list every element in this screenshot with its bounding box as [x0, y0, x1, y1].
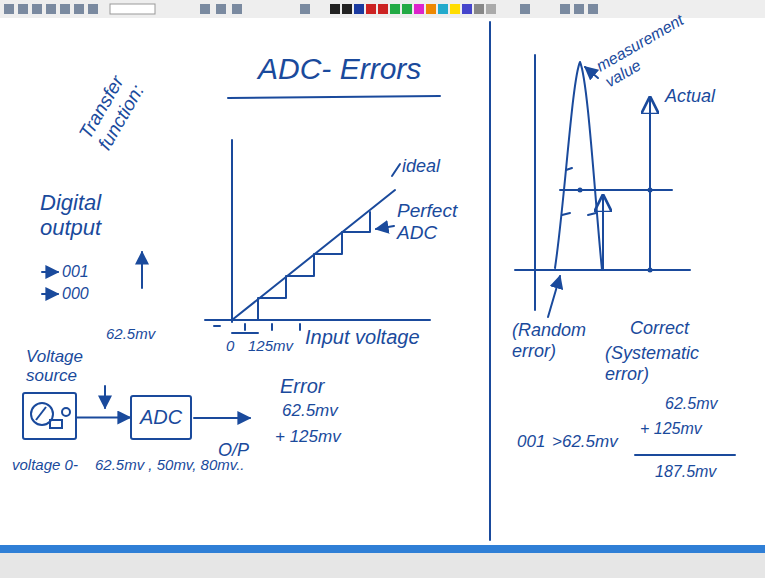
handwritten-label: Correct: [630, 318, 689, 339]
handwritten-label: (Systematic error): [605, 343, 717, 384]
handwritten-label: Error: [280, 375, 324, 398]
handwritten-label: 62.5mv: [106, 325, 155, 342]
handwritten-label: + 125mv: [640, 420, 702, 438]
handwritten-label: >62.5mv: [552, 432, 618, 452]
y-axis: [231, 140, 233, 322]
handwritten-label: ideal: [402, 156, 440, 177]
handwritten-label: 62.5mv: [665, 395, 717, 413]
handwritten-label: 000: [62, 285, 89, 303]
handwritten-label: Input voltage: [305, 326, 420, 349]
handwritten-label: Digital output: [40, 190, 120, 241]
handwritten-label: Actual: [665, 86, 715, 107]
handwritten-label: 001: [62, 263, 89, 281]
handwritten-label: 62.5mv: [282, 401, 338, 421]
handwritten-label: (Random error): [512, 320, 584, 361]
voltage-source-box: Voltage source: [22, 392, 77, 440]
handwritten-label: Perfect ADC: [397, 200, 469, 244]
ideal-line: [232, 190, 395, 320]
handwritten-label: Transfer function:: [75, 50, 160, 154]
handwritten-label: voltage 0-: [12, 456, 78, 473]
handwritten-label: + 125mv: [275, 427, 341, 447]
box-heading: Voltage source: [26, 347, 98, 386]
knob-symbol: [24, 394, 75, 438]
handwritten-label: 0: [226, 337, 234, 354]
handwritten-label: 001: [517, 432, 545, 452]
handwritten-label: 62.5mv , 50mv, 80mv..: [95, 456, 245, 473]
signal-arrow: [77, 417, 130, 419]
handwritten-label: 125mv: [248, 337, 293, 354]
distribution-curve: [555, 62, 602, 270]
handwritten-label: measurement value: [593, 5, 707, 92]
toolbar: [0, 0, 765, 18]
adc-box: ADC: [130, 395, 192, 440]
title: ADC- Errors: [258, 52, 421, 87]
handwritten-label: 187.5mv: [655, 463, 716, 481]
staircase: [232, 212, 370, 320]
box-text: ADC: [140, 406, 182, 429]
